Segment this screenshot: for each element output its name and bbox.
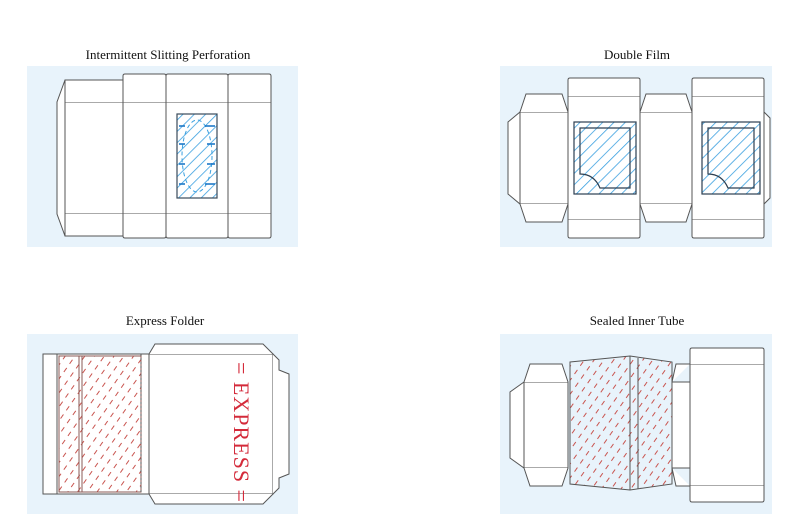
bottom-flap — [148, 493, 274, 505]
inner-tube — [569, 355, 673, 491]
dust-flap-top-1 — [519, 93, 569, 113]
slit-perforation — [181, 119, 213, 193]
express-stamp-text: = EXPRESS = — [229, 362, 254, 503]
body-panel-4 — [689, 363, 765, 487]
body-panel-2 — [122, 101, 167, 215]
body-panel-1 — [519, 111, 569, 205]
diagram-express-folder: = EXPRESS = — [27, 334, 298, 514]
box-dieline-3: = EXPRESS = — [42, 343, 290, 505]
end-flap-left — [509, 381, 525, 469]
box-dieline-1 — [56, 73, 272, 239]
caption-sealed-inner-tube: Sealed Inner Tube — [589, 313, 685, 328]
left-strip — [42, 353, 58, 495]
body-panel-3 — [639, 111, 693, 205]
box-dieline-4 — [509, 347, 765, 503]
caption-intermittent-slitting-perforation: Intermittent Slitting Perforation — [85, 47, 251, 62]
top-flap-3 — [165, 73, 229, 102]
end-flap-left — [507, 110, 521, 206]
top-flap — [148, 343, 274, 355]
side-flap-left — [56, 79, 66, 237]
bottom-flap-4 — [227, 214, 272, 239]
body-panel-4 — [227, 101, 272, 215]
dust-flap-bottom-2 — [671, 467, 690, 487]
right-tuck-flap — [272, 353, 290, 495]
top-flap-1 — [64, 79, 124, 102]
dust-flap-top-2 — [639, 93, 693, 113]
body-panel-1 — [523, 381, 569, 469]
tuck-flap-bottom-1 — [567, 220, 641, 239]
dust-flap-top-1 — [523, 363, 569, 383]
film-cutout-1 — [579, 127, 631, 189]
adhesive-zone — [58, 355, 142, 493]
tuck-flap-bottom-2 — [691, 220, 765, 239]
body-panel-3 — [671, 381, 691, 469]
end-flap-right — [763, 110, 771, 206]
tuck-flap-top — [689, 347, 765, 364]
film-window-1 — [573, 121, 637, 195]
film-window-2 — [701, 121, 761, 195]
perforation-marks — [179, 125, 215, 185]
dust-flap-bottom-1 — [523, 467, 569, 487]
diagram-sealed-inner-tube — [500, 334, 772, 514]
body-panel-1 — [64, 101, 124, 215]
dust-flap-top-2 — [671, 363, 690, 383]
caption-express-folder: Express Folder — [125, 313, 205, 328]
diagram-double-film — [500, 66, 772, 247]
tuck-flap-top-2 — [691, 77, 765, 96]
tuck-flap-bottom — [689, 486, 765, 503]
diagram-intermittent-slitting-perforation — [27, 66, 298, 247]
film-cutout-2 — [707, 127, 755, 189]
caption-double-film: Double Film — [603, 47, 671, 62]
box-dieline-2 — [507, 77, 771, 239]
top-flap-2 — [122, 73, 167, 102]
tuck-flap-top-1 — [567, 77, 641, 96]
top-flap-4 — [227, 73, 272, 102]
bottom-flap-3 — [165, 214, 229, 239]
bottom-flap-1 — [64, 214, 124, 237]
dust-flap-bottom-1 — [519, 203, 569, 223]
bottom-flap-2 — [122, 214, 167, 239]
dust-flap-bottom-2 — [639, 203, 693, 223]
